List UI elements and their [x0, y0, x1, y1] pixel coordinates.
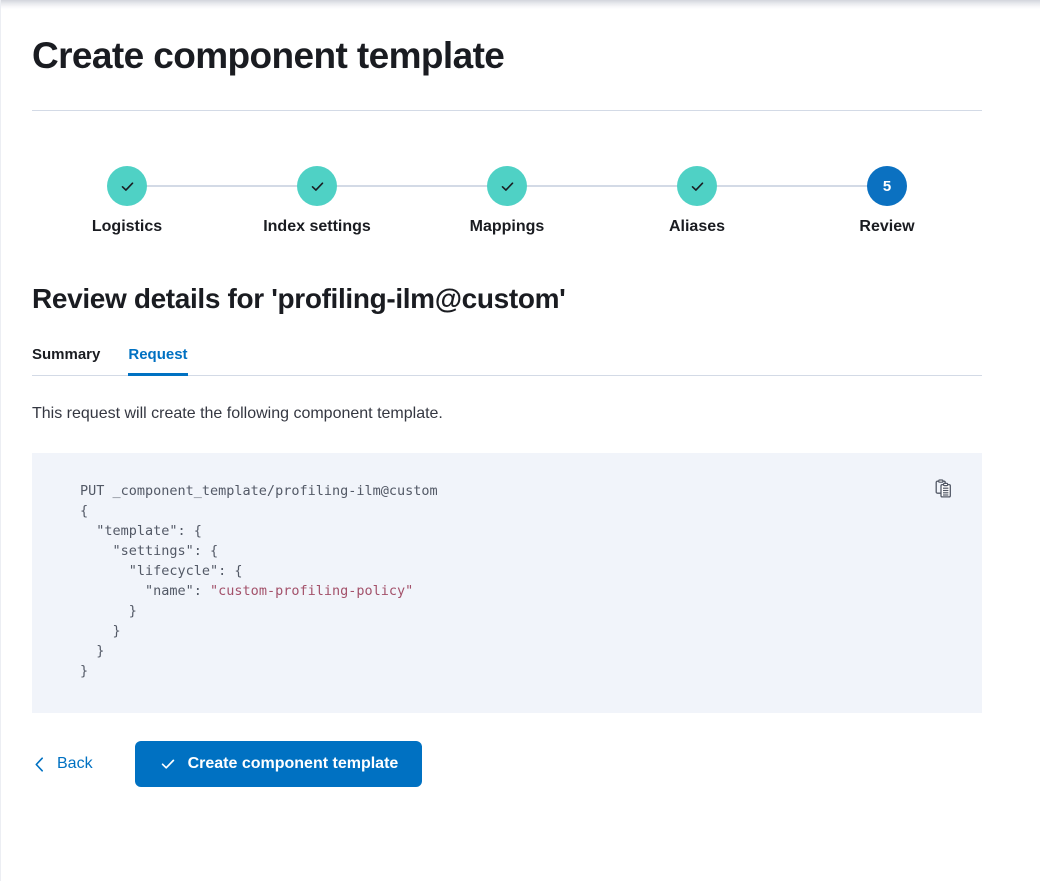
header-divider [32, 110, 982, 111]
tab-request[interactable]: Request [128, 346, 188, 376]
page-title: Create component template [32, 35, 505, 76]
code-body-line: "settings": { [80, 543, 219, 559]
back-button-label: Back [57, 755, 93, 772]
wizard-footer: Back Create component template [32, 741, 982, 787]
main-content: Create component template Logistics [32, 35, 982, 787]
back-button[interactable]: Back [32, 755, 93, 773]
code-body-line: "template": { [80, 523, 202, 539]
step-complete-circle [487, 166, 527, 206]
step-complete-circle [297, 166, 337, 206]
create-component-template-button[interactable]: Create component template [134, 741, 423, 787]
request-description: This request will create the following c… [32, 405, 443, 422]
code-body-line: } [80, 643, 105, 659]
step-marker-wrap: 5 [697, 166, 982, 206]
copy-button[interactable] [932, 477, 956, 501]
step-aliases[interactable]: Aliases [507, 166, 887, 236]
check-icon [311, 181, 323, 191]
step-marker-wrap [507, 166, 887, 206]
step-label: Aliases [668, 218, 726, 235]
step-index-settings[interactable]: Index settings [127, 166, 507, 236]
tab-summary[interactable]: Summary [32, 346, 100, 376]
request-code-block: PUT _component_template/profiling-ilm@cu… [80, 481, 958, 681]
create-component-template-label: Create component template [187, 755, 399, 772]
step-review[interactable]: 5 Review [697, 166, 982, 236]
step-label: Review [859, 218, 915, 235]
step-current-circle: 5 [867, 166, 907, 206]
check-icon [161, 759, 174, 769]
step-connector-line [697, 185, 887, 187]
step-complete-circle [107, 166, 147, 206]
code-name-key: "name": [80, 583, 211, 599]
check-icon [121, 181, 133, 191]
code-body-line: { [80, 503, 89, 519]
code-method-line: PUT _component_template/profiling-ilm@cu… [80, 483, 438, 499]
check-icon [691, 181, 703, 191]
review-heading: Review details for 'profiling-ilm@custom… [32, 283, 566, 314]
code-body-line: } [80, 603, 137, 619]
step-label: Logistics [91, 218, 163, 235]
code-body-line: } [80, 623, 121, 639]
step-marker-wrap [317, 166, 697, 206]
step-mappings[interactable]: Mappings [317, 166, 697, 236]
step-label: Index settings [263, 218, 371, 235]
code-body-line: "lifecycle": { [80, 563, 243, 579]
step-complete-circle [677, 166, 717, 206]
step-logistics[interactable]: Logistics [32, 166, 317, 236]
step-marker-wrap [127, 166, 507, 206]
chevron-left-icon [35, 756, 43, 772]
request-code-panel: PUT _component_template/profiling-ilm@cu… [32, 453, 982, 713]
wizard-stepper: Logistics Index settings [32, 166, 982, 236]
review-tabs: Summary Request [32, 346, 982, 376]
step-label: Mappings [469, 218, 545, 235]
code-string-value: "custom-profiling-policy" [210, 583, 414, 599]
clipboard-copy-icon [935, 479, 951, 498]
code-body-line: } [80, 663, 89, 679]
check-icon [501, 181, 513, 191]
